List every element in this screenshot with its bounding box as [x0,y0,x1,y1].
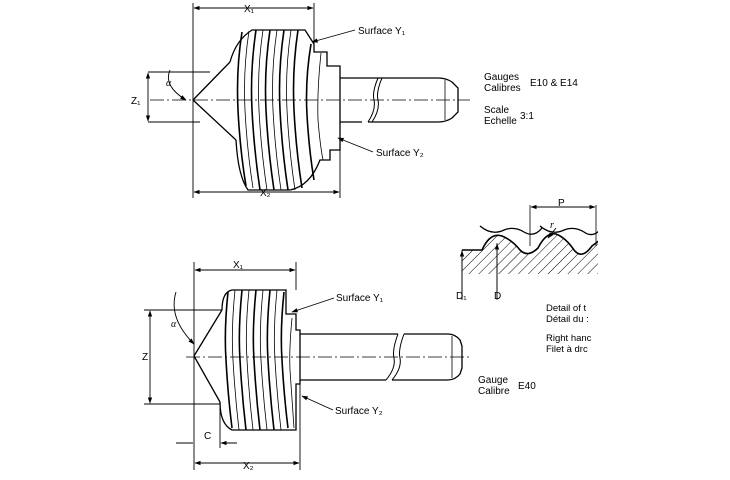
detail-caption-1: Detail of t [546,303,586,314]
detail-profile-line [462,232,598,255]
top-leader-y1 [311,29,356,43]
top-thread-crests [236,29,324,191]
top-scale-value: 3:1 [520,111,534,122]
top-leader-y2 [337,137,374,153]
top-thread-body [229,29,341,191]
bottom-gauge-label-1: Gauge [478,375,508,386]
top-gauges-value: E10 & E14 [530,78,578,89]
detail-caption-3: Right hanc [546,333,592,344]
detail-caption-4: Filet à drc [546,344,588,355]
top-cone-outline [192,61,237,141]
detail-labels: P r D₁ D Detail of t Détail du : Right h… [456,198,592,355]
bottom-angle-arc [173,291,195,345]
bottom-leader-y1 [291,297,335,313]
top-scale-label-1: Scale [484,105,509,116]
detail-leader-r [547,227,557,239]
top-dim-x1-label: X₁ [244,4,255,15]
top-gauges-label-2: Calibres [484,83,521,94]
top-angle-arc [167,69,187,101]
detail-gauge-profile [479,225,598,236]
top-extension-lines [148,3,341,198]
thread-detail [459,205,598,300]
bottom-dim-x1-label: X₁ [233,260,244,271]
detail-caption-2: Détail du : [546,314,589,325]
detail-dim-p-label: P [558,198,565,209]
bottom-gauge-figure [144,262,470,470]
bottom-thread-body [219,289,301,431]
bottom-gauge-label-2: Calibre [478,386,510,397]
bottom-surface-y1-label: Surface Y₁ [336,293,384,304]
top-dim-x2-label: X₂ [260,188,271,199]
top-surface-y2-label: Surface Y₂ [376,148,424,159]
bottom-cone-outline [193,309,223,403]
top-figure-labels: X₁ X₂ Z₁ α Surface Y₁ Surface Y₂ Gauges … [131,4,578,199]
bottom-leader-y2 [301,395,334,411]
top-surface-y1-label: Surface Y₁ [358,26,406,37]
bottom-thread-crests [224,289,295,431]
bottom-extension-lines [144,262,301,470]
top-gauges-label-1: Gauges [484,72,519,83]
bottom-dim-x2-label: X₂ [243,461,254,472]
top-scale-label-2: Echelle [484,116,517,127]
top-dim-z1-label: Z₁ [131,96,141,107]
top-angle-label: α [166,78,172,89]
detail-dim-d1-label: D₁ [456,291,467,302]
detail-dim-d-label: D [494,291,501,302]
detail-dim-r-label: r [550,220,554,231]
bottom-dim-c-label: C [204,431,211,442]
bottom-figure-labels: X₁ X₂ Z C α Surface Y₁ Surface Y₂ Gauge … [142,260,536,472]
top-gauge-figure [145,3,470,198]
detail-extension-lines [461,205,597,300]
bottom-shank-break [385,333,405,381]
bottom-gauge-value: E40 [518,381,536,392]
bottom-angle-label: α [171,319,177,330]
bottom-dim-z-label: Z [142,352,148,363]
bottom-surface-y2-label: Surface Y₂ [335,406,383,417]
